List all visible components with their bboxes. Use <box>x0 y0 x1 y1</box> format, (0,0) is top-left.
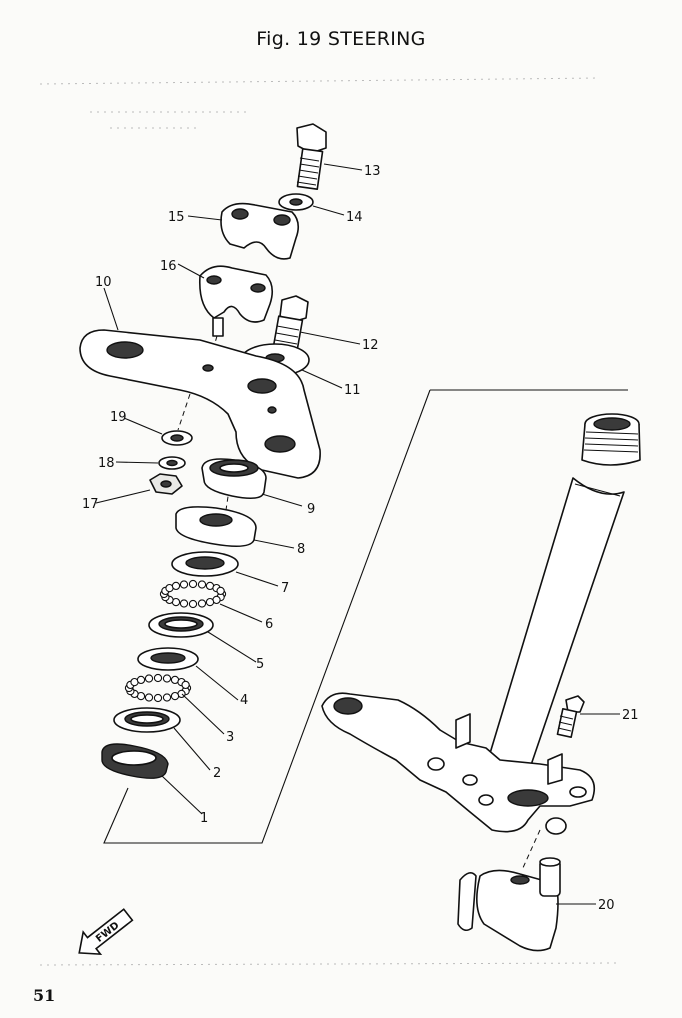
label-12: 12 <box>362 338 379 353</box>
part-6-ball-bearings <box>159 579 227 609</box>
bearing-ball <box>162 674 172 683</box>
label-5: 5 <box>256 657 264 672</box>
part-7-upper-race <box>171 551 239 577</box>
bearing-ball <box>197 599 207 608</box>
bearing-ball <box>216 586 225 596</box>
fwd-arrow-icon: FWD <box>78 908 134 956</box>
part-3-ball-bearings <box>124 673 192 703</box>
page-number: 51 <box>33 986 56 1005</box>
bearing-ball <box>179 599 189 608</box>
label-10: 10 <box>95 275 112 290</box>
part-10-steering-crown <box>79 329 321 479</box>
figure-title: Fig. 19 STEERING <box>256 28 426 50</box>
label-6: 6 <box>265 617 273 632</box>
part-13-bolt <box>296 123 327 191</box>
part-15-upper-handlebar-clamp <box>220 202 300 260</box>
part-under-bracket <box>321 692 596 835</box>
reference-frame-outline <box>103 389 628 844</box>
label-9: 9 <box>307 502 315 517</box>
label-3: 3 <box>226 730 234 745</box>
label-8: 8 <box>297 542 305 557</box>
part-20-cable-guide <box>457 857 561 952</box>
label-14: 14 <box>346 210 363 225</box>
bearing-ball <box>188 599 198 609</box>
label-21: 21 <box>622 708 639 723</box>
label-1: 1 <box>200 811 208 826</box>
label-13: 13 <box>364 164 381 179</box>
part-5-bearing-race <box>148 612 214 638</box>
part-2-bearing-race <box>113 707 181 733</box>
part-number-labels: 13 14 15 16 10 12 11 19 18 17 9 8 7 6 5 … <box>82 164 639 913</box>
bearing-ball <box>181 680 190 690</box>
label-7: 7 <box>281 581 289 596</box>
label-20: 20 <box>598 898 615 913</box>
part-16-lower-handlebar-holder <box>198 265 274 361</box>
part-18-lock-washer <box>158 456 186 470</box>
part-9-ring-nut <box>201 458 267 500</box>
bearing-ball <box>188 579 198 589</box>
label-2: 2 <box>213 766 221 781</box>
part-17-nut <box>149 473 183 495</box>
bearing-ball <box>171 581 181 591</box>
bearing-ball <box>170 691 180 701</box>
label-4: 4 <box>240 693 248 708</box>
label-17: 17 <box>82 497 99 512</box>
bearing-ball <box>205 597 215 607</box>
label-19: 19 <box>110 410 127 425</box>
part-21-bolt <box>556 695 585 738</box>
part-14-washer <box>278 193 314 211</box>
label-18: 18 <box>98 456 115 471</box>
bearing-ball <box>136 675 146 685</box>
part-12-bolt <box>272 295 309 351</box>
bearing-ball <box>197 580 207 589</box>
label-16: 16 <box>160 259 177 274</box>
label-15: 15 <box>168 210 185 225</box>
part-4-lower-race <box>137 647 199 671</box>
bearing-ball <box>144 693 154 702</box>
bearing-ball <box>179 580 189 589</box>
bearing-ball <box>144 674 154 683</box>
bearing-ball <box>153 673 163 683</box>
bearing-ball <box>153 693 163 703</box>
leader-lines <box>95 163 620 905</box>
part-8-bearing-cover <box>175 506 257 548</box>
label-11: 11 <box>344 383 361 398</box>
bearing-ball <box>162 693 172 702</box>
part-19-washer <box>161 430 193 446</box>
scan-noise <box>39 77 621 966</box>
part-1-dust-seal <box>101 743 169 779</box>
